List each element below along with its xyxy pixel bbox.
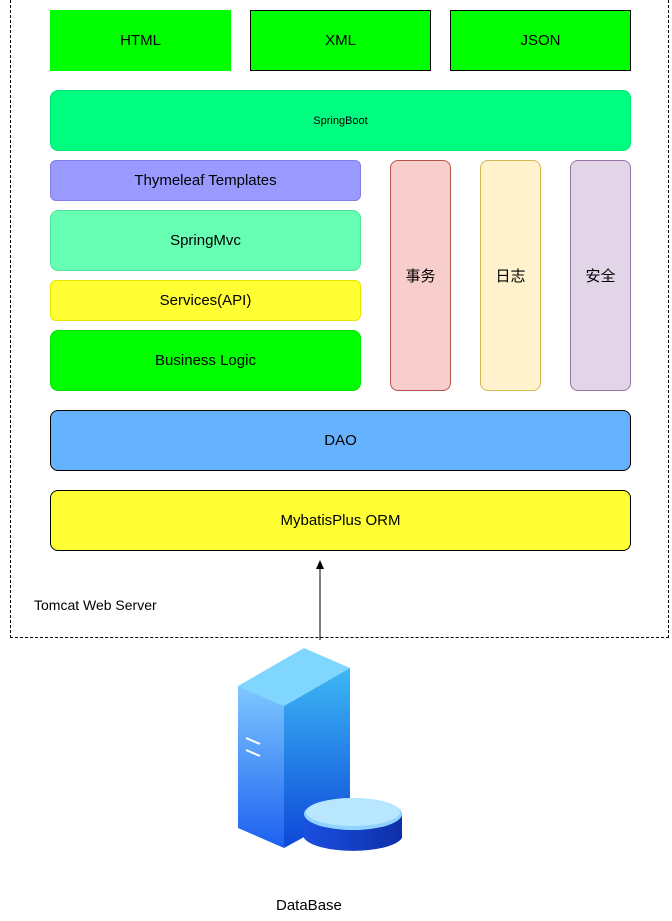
springboot-box: SpringBoot <box>50 90 631 151</box>
xml-label: XML <box>325 32 356 49</box>
springmvc-box: SpringMvc <box>50 210 361 271</box>
html-label: HTML <box>120 32 161 49</box>
services-label: Services(API) <box>159 292 252 309</box>
services-box: Services(API) <box>50 280 361 321</box>
springboot-label: SpringBoot <box>313 114 368 127</box>
html-box: HTML <box>50 10 231 71</box>
orm-label: MybatisPlus ORM <box>280 512 401 529</box>
transaction-label: 事务 <box>405 268 436 285</box>
log-box: 日志 <box>480 160 541 391</box>
orm-box: MybatisPlus ORM <box>50 490 631 551</box>
json-box: JSON <box>450 10 631 71</box>
transaction-box: 事务 <box>390 160 451 391</box>
tomcat-label: Tomcat Web Server <box>34 597 157 613</box>
xml-box: XML <box>250 10 431 71</box>
security-box: 安全 <box>570 160 631 391</box>
database-server-icon <box>238 648 402 851</box>
thymeleaf-box: Thymeleaf Templates <box>50 160 361 201</box>
dao-label: DAO <box>324 432 357 449</box>
json-label: JSON <box>520 32 561 49</box>
dao-box: DAO <box>50 410 631 471</box>
log-label: 日志 <box>495 268 526 285</box>
springmvc-label: SpringMvc <box>170 232 241 249</box>
tomcat-server-container <box>10 0 669 638</box>
business-logic-box: Business Logic <box>50 330 361 391</box>
connector-arrow <box>316 560 324 640</box>
security-label: 安全 <box>585 268 616 285</box>
business-logic-label: Business Logic <box>155 352 256 369</box>
database-label: DataBase <box>276 897 342 914</box>
thymeleaf-label: Thymeleaf Templates <box>134 172 277 189</box>
